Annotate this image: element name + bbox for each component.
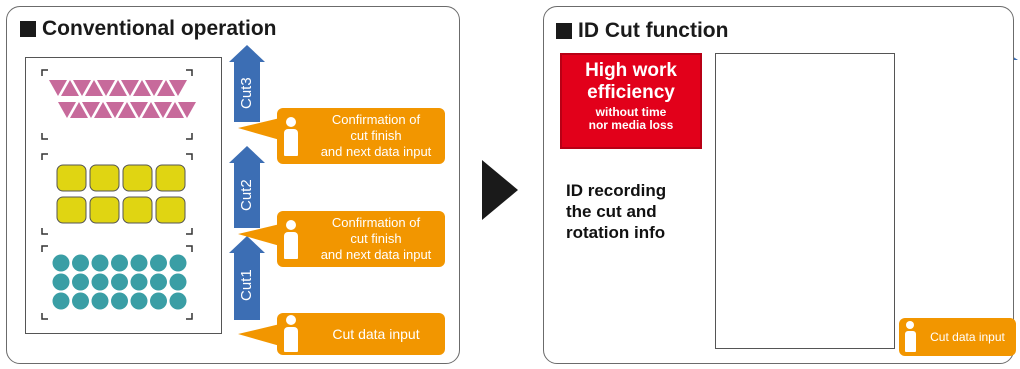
callout-confirmation-2: Confirmation of cut finish and next data…	[277, 211, 445, 267]
rounded-rect-shape	[56, 164, 87, 192]
callout-line: Cut data input	[930, 330, 1005, 344]
efficiency-sub-2: nor media loss	[588, 118, 674, 132]
cut2-label: Cut2	[238, 179, 255, 211]
circle-shape	[91, 292, 109, 310]
callout-cut-data-input-right: Cut data input	[899, 318, 1016, 356]
triangle-shape	[70, 102, 88, 118]
triangle-shape	[85, 80, 103, 96]
id-recording-line: the cut and	[566, 202, 657, 221]
triangle-shape	[73, 80, 91, 96]
triangle-shape	[49, 80, 67, 96]
consecutive-cut-subtitle: (unmanned operation while cutting)	[970, 99, 982, 279]
triangle-shape	[133, 80, 151, 96]
triangle-shape	[142, 102, 160, 118]
transition-arrow-icon	[482, 160, 518, 220]
cut2-arrow	[229, 146, 265, 228]
triangle-shapes-left	[49, 80, 196, 118]
triangle-shape	[166, 102, 184, 118]
circle-shape	[130, 254, 148, 272]
cut3-arrow	[229, 45, 265, 122]
triangle-shape	[169, 80, 187, 96]
rounded-rect-shape	[122, 196, 153, 224]
id-cut-function-title: ID Cut function	[556, 19, 728, 43]
triangle-shape	[157, 80, 175, 96]
triangle-shape	[109, 80, 127, 96]
id-recording-line: ID recording	[566, 181, 667, 200]
consecutive-cut-title: Consecutive cut	[923, 96, 953, 282]
person-icon	[283, 315, 299, 353]
circle-shape	[52, 292, 70, 310]
circle-shape	[91, 273, 109, 291]
rounded-rect-shape	[122, 164, 153, 192]
circle-shape	[72, 292, 89, 310]
callout-line: cut finish	[350, 231, 402, 246]
cut1-label: Cut1	[238, 269, 255, 301]
conventional-operation-title: Conventional operation	[20, 17, 277, 41]
rounded-rect-shape	[56, 196, 87, 224]
title-square-icon	[556, 23, 572, 39]
id-cut-title-text: ID Cut function	[578, 19, 729, 42]
efficiency-heading-1: High work	[585, 60, 677, 81]
conventional-title-text: Conventional operation	[42, 17, 277, 40]
circle-shapes-left	[52, 254, 187, 310]
triangle-shape	[154, 102, 172, 118]
callout-line: and next data input	[320, 144, 432, 159]
circle-shape	[52, 273, 70, 291]
person-icon	[903, 321, 917, 353]
circle-shape	[91, 254, 109, 272]
callout-confirmation-1: Confirmation of cut finish and next data…	[277, 108, 445, 164]
callout-line: Confirmation of	[331, 112, 421, 127]
rounded-rect-shape	[155, 196, 186, 224]
circle-shape	[111, 292, 128, 310]
circle-shape	[130, 273, 148, 291]
id-recording-text: ID recording the cut and rotation info	[566, 180, 666, 243]
high-efficiency-box: High work efficiency without time nor me…	[560, 53, 702, 149]
triangle-shape	[82, 102, 100, 118]
circle-shape	[150, 292, 167, 310]
circle-shape	[52, 254, 70, 272]
efficiency-heading-2: efficiency	[587, 82, 675, 103]
callout-line: Cut data input	[332, 326, 420, 342]
triangle-shape	[121, 80, 139, 96]
callout-cut-data-input-left: Cut data input	[277, 313, 445, 355]
cut-arrows	[229, 45, 265, 320]
registration-marks-left	[41, 69, 193, 320]
triangle-shape	[178, 102, 196, 118]
callout-tails-left	[238, 118, 280, 346]
triangle-shape	[130, 102, 148, 118]
rounded-rect-shape	[89, 196, 120, 224]
efficiency-sub-1: without time	[595, 105, 667, 119]
rounded-rect-shape	[89, 164, 120, 192]
circle-shape	[111, 273, 128, 291]
circle-shape	[72, 254, 89, 272]
triangle-shape	[58, 102, 76, 118]
circle-shape	[169, 292, 187, 310]
cut3-label: Cut3	[238, 77, 255, 109]
circle-shape	[150, 273, 167, 291]
circle-shape	[169, 273, 187, 291]
circle-shape	[150, 254, 167, 272]
rounded-rect-shapes-left	[56, 164, 186, 224]
id-recording-line: rotation info	[566, 223, 666, 242]
rounded-rect-shape	[155, 164, 186, 192]
person-icon	[283, 117, 299, 157]
triangle-shape	[94, 102, 112, 118]
circle-shape	[169, 254, 187, 272]
callout-line: cut finish	[350, 128, 402, 143]
cut1-arrow	[229, 236, 265, 320]
id-cut-media-sheet	[715, 53, 895, 349]
triangle-shape	[97, 80, 115, 96]
circle-shape	[130, 292, 148, 310]
callout-line: Confirmation of	[331, 215, 421, 230]
triangle-shape	[145, 80, 163, 96]
circle-shape	[111, 254, 128, 272]
triangle-shape	[61, 80, 79, 96]
callout-line: and next data input	[320, 247, 432, 262]
person-icon	[283, 220, 299, 260]
triangle-shape	[106, 102, 124, 118]
title-square-icon	[20, 21, 36, 37]
circle-shape	[72, 273, 89, 291]
triangle-shape	[118, 102, 136, 118]
